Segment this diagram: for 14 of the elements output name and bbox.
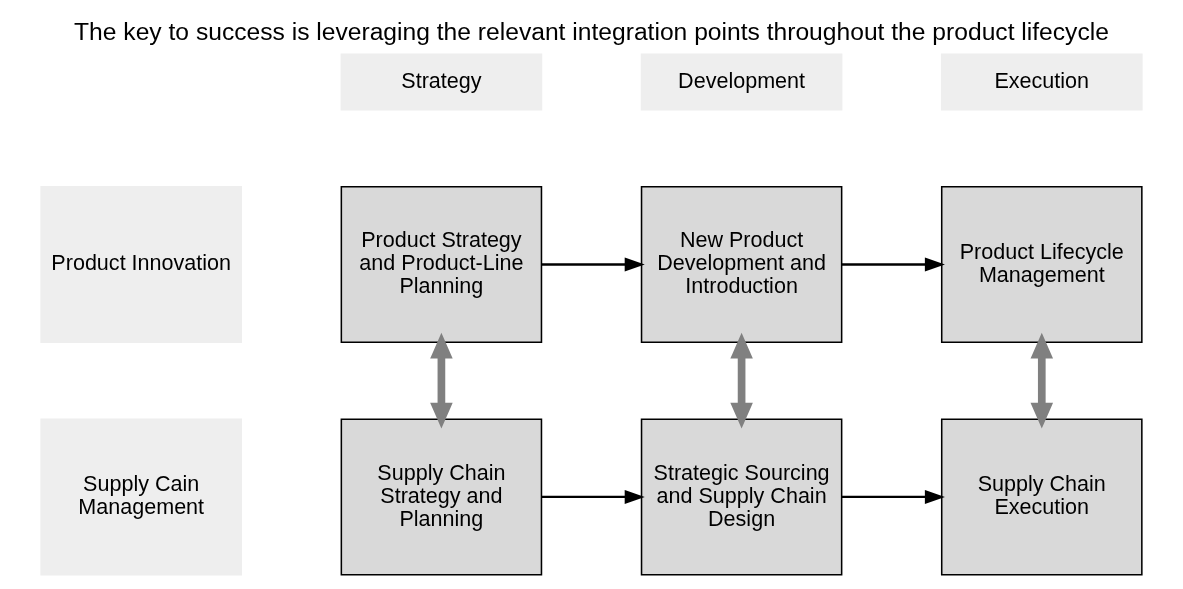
arrow bbox=[1030, 332, 1054, 429]
arrow bbox=[541, 489, 645, 504]
arrow bbox=[430, 332, 453, 429]
diagram-title: The key to success is leveraging the relevant integration points throughout the product lifecycle bbox=[74, 18, 1109, 46]
arrow bbox=[841, 257, 945, 272]
node-box: Strategic Sourcing and Supply Chain Design bbox=[640, 418, 843, 576]
arrow bbox=[730, 332, 753, 429]
node-box: Supply Chain Execution bbox=[940, 418, 1143, 576]
node-box: Product Lifecycle Management bbox=[940, 185, 1143, 343]
arrow bbox=[841, 489, 945, 504]
node-box: New Product Development and Introduction bbox=[640, 185, 843, 343]
node-box: Supply Chain Strategy and Planning bbox=[340, 418, 543, 576]
arrow bbox=[541, 257, 645, 272]
node-box: Product Strategy and Product-Line Planning bbox=[340, 185, 543, 343]
